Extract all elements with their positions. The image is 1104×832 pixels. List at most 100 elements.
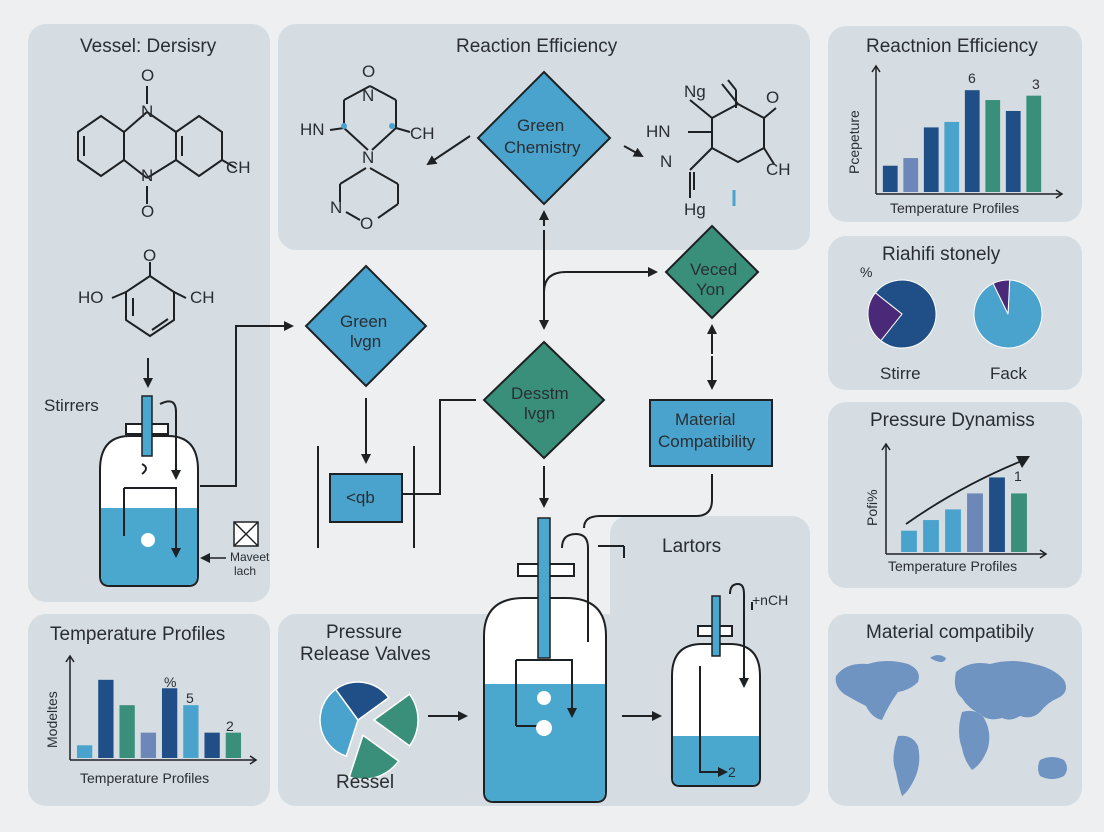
m2-n: N [660, 152, 673, 171]
temp-bar-2 [98, 679, 114, 758]
molecule-reaction-1 [329, 85, 411, 221]
vessel-title: Vessel: Dersisry [80, 36, 217, 57]
stirrers-label: Stirrers [44, 396, 99, 415]
temp-bar-3 [119, 705, 135, 758]
green-lvgn-line1: Green [340, 312, 388, 331]
release-footer: Ressel [336, 772, 395, 793]
pressure-ylabel: Pofi% [864, 489, 880, 526]
pie-right-label: Fack [990, 364, 1027, 383]
bar-top-bar-3 [923, 127, 939, 192]
mol2-ho: HO [78, 288, 104, 307]
pressure-trend-arrow [1016, 456, 1030, 468]
material-title: Material compatibily [866, 622, 1034, 643]
m2-ch: CH [766, 160, 791, 179]
pressure-bar-2 [923, 520, 939, 552]
pie-panel-title: Riahifi stonely [882, 244, 1001, 265]
release-pie-slice-2 [334, 681, 390, 722]
mol1-nitrogen-top: N [141, 102, 154, 121]
bar-top-annotation-1: 6 [968, 70, 976, 86]
pressure-y-arrow [881, 442, 891, 451]
m1-n-bottom: N [330, 198, 343, 217]
bar-top-y-arrow [871, 64, 881, 73]
green-lvgn-line2: lvgn [350, 332, 382, 351]
vessel-left [99, 395, 199, 587]
pressure-bar-4 [967, 493, 983, 552]
bar-top-bar-8 [1026, 95, 1042, 192]
release-pie-slice-3 [372, 693, 419, 747]
m2-hg: Hg [684, 200, 706, 219]
bar-top-bar-6 [985, 100, 1001, 192]
temperature-profiles-panel [28, 614, 270, 806]
magnet-label-1: Maveet [230, 550, 270, 564]
m1-n-mid: N [362, 148, 375, 167]
release-pie-slice-1 [319, 688, 359, 758]
release-title-1: Pressure [326, 622, 403, 643]
pressure-bar-3 [945, 509, 961, 552]
lartors-title: Lartors [662, 536, 722, 557]
green-chemistry-line1: Green [517, 116, 565, 135]
magnet-box-icon [233, 521, 259, 547]
mol1-nitrogen-bottom: N [141, 166, 154, 185]
vessel-center [483, 517, 607, 803]
box-material-compatibility[interactable] [649, 399, 773, 467]
molecule-tricyclic [77, 86, 237, 204]
m2-ng: Ng [684, 82, 706, 101]
temperature-annotation-1: % [164, 674, 177, 690]
veced-yon-line2: Yon [696, 280, 725, 299]
dess-lvgn-line2: lvgn [524, 404, 556, 423]
material-compat-line1: Material [675, 410, 736, 429]
temperature-annotation-2: 5 [186, 690, 194, 706]
bar-top-xlabel: Temperature Profiles [890, 200, 1020, 216]
pressure-annotation: 1 [1014, 468, 1022, 484]
bar-top-bar-1 [882, 165, 898, 192]
pie-left-label: Stirre [880, 364, 921, 383]
pressure-xlabel: Temperature Profiles [888, 558, 1018, 574]
material-compat-line2: Compatibility [658, 432, 756, 451]
m2-hn: HN [646, 122, 671, 141]
mol1-ch: CH [226, 158, 251, 177]
box-small[interactable] [329, 473, 403, 523]
pressure-dynamics-title: Pressure Dynamiss [870, 410, 1035, 431]
diamond-veced-yon[interactable] [664, 224, 760, 320]
lartors-label: +nCH [752, 592, 789, 608]
pressure-bar-1 [901, 530, 917, 552]
pie-stirre-slice-1 [874, 279, 937, 349]
temp-bar-4 [140, 732, 157, 758]
mol2-oxygen: O [143, 246, 157, 265]
temperature-ylabel: Modeltes [44, 691, 60, 748]
temp-bar-8 [225, 732, 242, 758]
diamond-green-chemistry[interactable] [476, 70, 612, 206]
release-pie-slice-4 [348, 734, 400, 780]
temp-y-arrow [65, 654, 75, 663]
pressure-x-arrow [1039, 549, 1048, 559]
bar-top-annotation-2: 3 [1032, 76, 1040, 92]
pressure-trend-line [905, 459, 1025, 525]
m2-o: O [766, 88, 780, 107]
mol1-oxygen-top: O [141, 66, 155, 85]
mol2-ch: CH [190, 288, 215, 307]
m1-hn: HN [300, 120, 325, 139]
temp-bar-7 [204, 732, 220, 758]
bar-top-bar-7 [1005, 110, 1021, 192]
temp-x-arrow [249, 755, 258, 765]
vessel-right [671, 582, 761, 787]
m1-o-top: O [362, 62, 376, 81]
small-box-label: <qb [346, 488, 375, 507]
lartors-small: 2 [728, 764, 736, 780]
dess-lvgn-line1: Desstm [511, 384, 569, 403]
pressure-bar-5 [989, 477, 1005, 552]
release-title-2: Release Valves [300, 644, 431, 665]
m1-n-top: N [362, 86, 375, 105]
molecule-phenol [111, 262, 187, 338]
temperature-title: Temperature Profiles [50, 624, 226, 645]
diamond-green-lvgn[interactable] [304, 264, 428, 388]
green-chemistry-line2: Chemistry [504, 138, 581, 157]
mol1-oxygen-bottom: O [141, 202, 155, 221]
pie-percent-symbol: % [860, 264, 873, 280]
diamond-dess-lvgn[interactable] [482, 340, 606, 460]
bar-top-bar-2 [903, 158, 919, 192]
veced-yon-line1: Veced [690, 260, 738, 279]
bar-top-bar-5 [964, 90, 980, 192]
